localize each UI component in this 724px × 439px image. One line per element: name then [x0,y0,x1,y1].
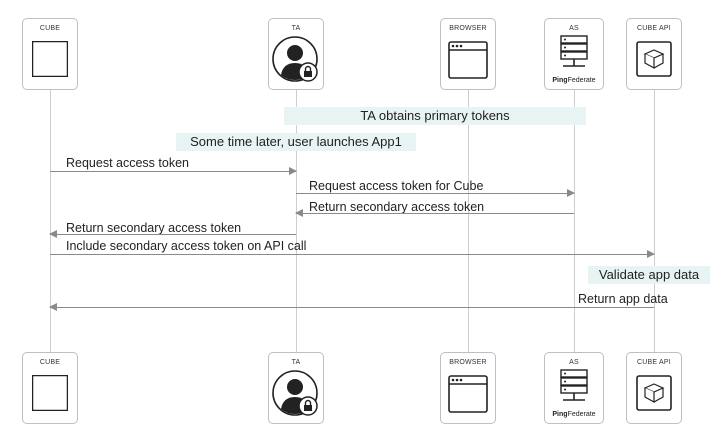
actor-label: CUBE [39,25,61,32]
lifeline-cube-api [654,90,655,352]
user-lock-icon [271,369,321,424]
actor-label: CUBE API [637,25,671,32]
message-arrow [49,303,654,311]
actor-label: BROWSER [449,25,487,32]
actor-cube-top: CUBE [22,18,78,90]
square-icon [31,40,69,82]
server-icon [559,35,589,74]
note-primary-tokens: TA obtains primary tokens [284,107,586,125]
actor-cube-api-top: CUBE API [626,18,682,90]
message-label: Return app data [578,292,668,306]
actor-as-top: AS PingFederate [544,18,604,90]
message-label: Request access token [66,156,189,170]
lifeline-cube [50,90,51,352]
actor-ta-bottom: TA [268,352,324,424]
actor-label: AS [569,25,579,32]
square-icon [31,374,69,416]
message-label: Return secondary access token [309,200,485,214]
lifeline-browser [468,90,469,352]
actor-label: CUBE [39,359,61,366]
actor-label: BROWSER [449,359,487,366]
actor-browser-top: BROWSER [440,18,496,90]
message-arrow [49,230,296,238]
actor-label: TA [291,25,301,32]
actor-ta-top: TA [268,18,324,90]
message-label: Include secondary access token on API ca… [66,239,307,253]
actor-label: CUBE API [637,359,671,366]
note-validate: Validate app data [588,266,710,284]
message-arrow [50,250,655,258]
cube-box-icon [636,375,672,416]
actor-label: TA [291,359,301,366]
lifeline-ta [296,90,297,352]
actor-label: AS [569,359,579,366]
cube-box-icon [636,41,672,82]
user-lock-icon [271,35,321,90]
actor-cube-bottom: CUBE [22,352,78,424]
actor-browser-bottom: BROWSER [440,352,496,424]
actor-as-bottom: AS PingFederate [544,352,604,424]
message-arrow [296,189,575,197]
message-arrow [50,167,297,175]
lifeline-as [574,90,575,352]
note-launch-app: Some time later, user launches App1 [176,133,416,151]
browser-window-icon [448,375,488,418]
browser-window-icon [448,41,488,84]
message-label: Request access token for Cube [309,179,484,193]
pingfederate-logo: PingFederate [552,77,596,84]
message-arrow [295,209,574,217]
server-icon [559,369,589,408]
message-label: Return secondary access token [66,221,242,235]
actor-cube-api-bottom: CUBE API [626,352,682,424]
pingfederate-logo: PingFederate [552,411,596,418]
